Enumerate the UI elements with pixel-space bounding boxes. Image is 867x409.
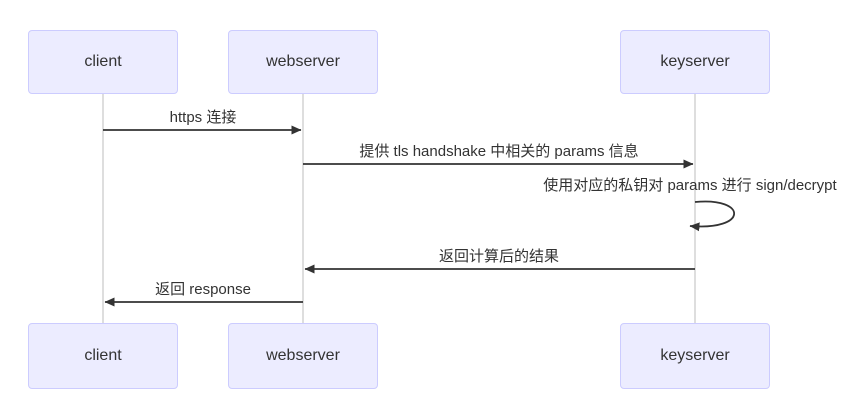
actor-label-webserver: webserver bbox=[266, 53, 340, 70]
actor-box-keyserver-top: keyserver bbox=[620, 30, 770, 94]
actor-box-webserver-bottom: webserver bbox=[228, 323, 378, 389]
actor-label-client: client bbox=[84, 53, 122, 70]
arrow-keyserver-self-loop bbox=[689, 200, 735, 232]
actor-box-client-bottom: client bbox=[28, 323, 178, 389]
actor-label-webserver: webserver bbox=[266, 347, 340, 364]
message-label-sign-decrypt: 使用对应的私钥对 params 进行 sign/decrypt bbox=[543, 177, 837, 194]
actor-box-webserver-top: webserver bbox=[228, 30, 378, 94]
message-label-return-response: 返回 response bbox=[155, 281, 251, 298]
message-label-return-result: 返回计算后的结果 bbox=[438, 248, 560, 265]
actor-box-keyserver-bottom: keyserver bbox=[620, 323, 770, 389]
actor-label-client: client bbox=[84, 347, 122, 364]
message-label-provide-params: 提供 tls handshake 中相关的 params 信息 bbox=[359, 143, 639, 160]
actor-label-keyserver: keyserver bbox=[660, 347, 730, 364]
message-label-https-connect: https 连接 bbox=[169, 109, 237, 126]
actor-box-client-top: client bbox=[28, 30, 178, 94]
actor-label-keyserver: keyserver bbox=[660, 53, 730, 70]
